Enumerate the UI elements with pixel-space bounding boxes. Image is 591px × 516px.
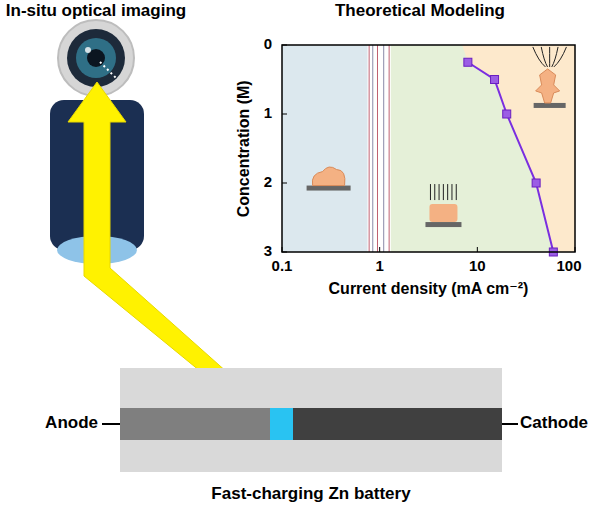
boundary-line — [369, 45, 370, 252]
flux-arrow — [439, 184, 440, 200]
y-tick — [282, 45, 287, 46]
flux-arrow — [434, 184, 435, 200]
flux-arrow — [443, 184, 444, 200]
boundary-line — [383, 45, 384, 252]
camera-lens-inner — [76, 38, 116, 78]
boundary-line — [389, 45, 390, 252]
x-tick — [575, 247, 576, 252]
separator-bar — [270, 408, 293, 440]
boundary-line — [372, 45, 373, 252]
region-green — [391, 45, 575, 252]
x-tick — [282, 247, 283, 252]
x-tick — [379, 247, 380, 252]
dendrite — [536, 69, 560, 103]
panel-title: Theoretical Modeling — [335, 2, 505, 21]
tick-label: 3 — [264, 243, 272, 260]
tick-label: 1 — [264, 105, 272, 122]
axis-title: Concentration (M) — [234, 80, 252, 217]
field-line — [541, 47, 547, 67]
plot-frame — [282, 45, 575, 252]
anode-lead — [102, 423, 120, 425]
region-blue — [282, 45, 367, 252]
flux-arrow — [451, 184, 452, 200]
battery-caption: Fast-charging Zn battery — [211, 485, 410, 504]
flux-arrow — [456, 184, 457, 200]
panel-title: In-situ optical imaging — [6, 2, 186, 21]
cathode-bar — [293, 408, 502, 440]
tick-label: 10 — [469, 258, 486, 275]
x-tick — [477, 247, 478, 252]
substrate — [307, 186, 351, 191]
y-tick — [282, 252, 287, 253]
data-marker — [464, 58, 472, 66]
y-tick — [282, 114, 287, 115]
cathode-lead — [502, 423, 518, 425]
tick-label: 0.1 — [272, 258, 293, 275]
substrate — [425, 222, 461, 227]
tick-label: 0 — [264, 36, 272, 53]
y-tick — [282, 183, 287, 184]
region-orange — [462, 45, 575, 252]
boundary-line — [377, 45, 378, 252]
flux-arrow — [430, 184, 431, 200]
data-marker — [491, 76, 499, 84]
camera-lens — [67, 29, 125, 87]
lens-glint — [85, 47, 91, 53]
axis-title: Current density (mA cm⁻²) — [329, 280, 529, 298]
tick-label: 1 — [375, 258, 383, 275]
data-marker — [503, 110, 511, 118]
mossy-deposit — [312, 167, 345, 186]
data-marker — [532, 179, 540, 187]
lens-glint-line — [100, 62, 116, 78]
flux-arrow — [447, 184, 448, 200]
field-line — [554, 47, 567, 67]
battery-casing — [120, 368, 502, 472]
tick-label: 100 — [556, 258, 581, 275]
chart — [282, 45, 575, 256]
compact-deposit — [429, 204, 457, 222]
anode-bar — [120, 408, 270, 440]
substrate — [534, 103, 566, 108]
field-line — [549, 47, 550, 67]
cathode-label: Cathode — [520, 414, 588, 433]
anode-label: Anode — [45, 414, 98, 433]
tick-label: 2 — [264, 174, 272, 191]
